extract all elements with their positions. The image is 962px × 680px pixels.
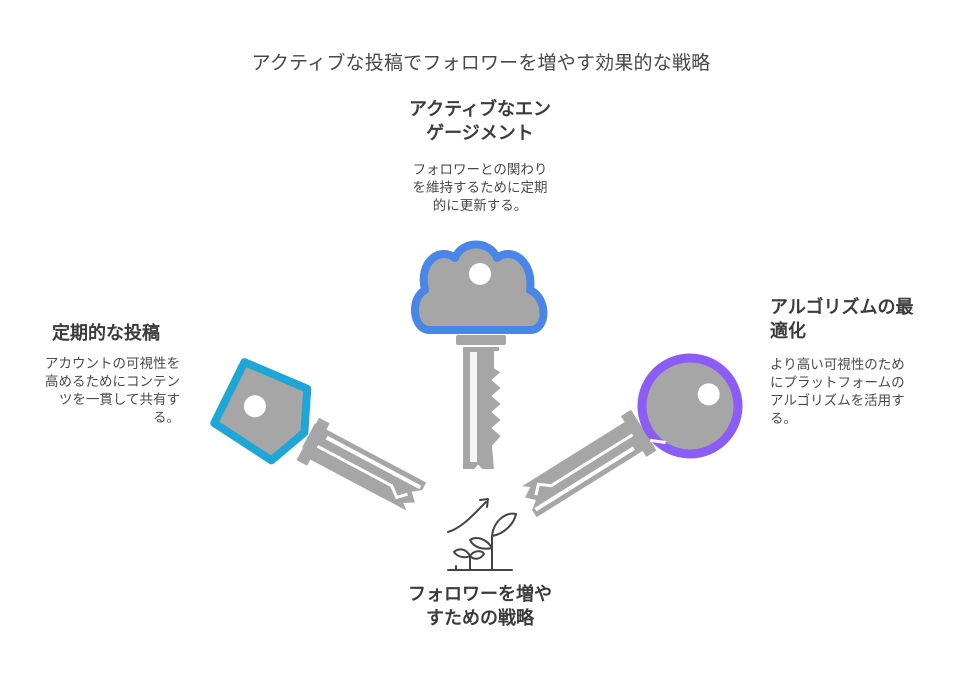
center-heading: フォロワーを増や すための戦略 [408, 584, 552, 629]
top-key [411, 240, 548, 471]
right-key-hole [697, 383, 720, 406]
heading-algorithm-optimization: アルゴリズムの最 適化 [770, 297, 914, 342]
right-key-head [637, 353, 743, 459]
top-key-blade [461, 342, 504, 471]
desc-algorithm-optimization: より高い可視性のため にプラットフォームの アルゴリズムを活用す る。 [770, 357, 905, 427]
right-key [515, 353, 743, 520]
top-key-hole [469, 263, 491, 285]
heading-active-engagement: アクティブなエン ゲージメント [408, 99, 552, 144]
left-key [210, 358, 429, 516]
desc-regular-posting: アカウントの可視性を 高めるためにコンテン ツを一貫して共有す る。 [45, 356, 180, 426]
desc-active-engagement: フォロワーとの関わり を維持するために定期 的に更新する。 [412, 162, 548, 214]
growing-plant-icon [447, 498, 517, 571]
heading-regular-posting: 定期的な投稿 [52, 323, 160, 344]
diagram-title: アクティブな投稿でフォロワーを増やす効果的な戦略 [251, 52, 711, 74]
top-key-head [411, 240, 548, 334]
left-key-hole [243, 395, 266, 418]
